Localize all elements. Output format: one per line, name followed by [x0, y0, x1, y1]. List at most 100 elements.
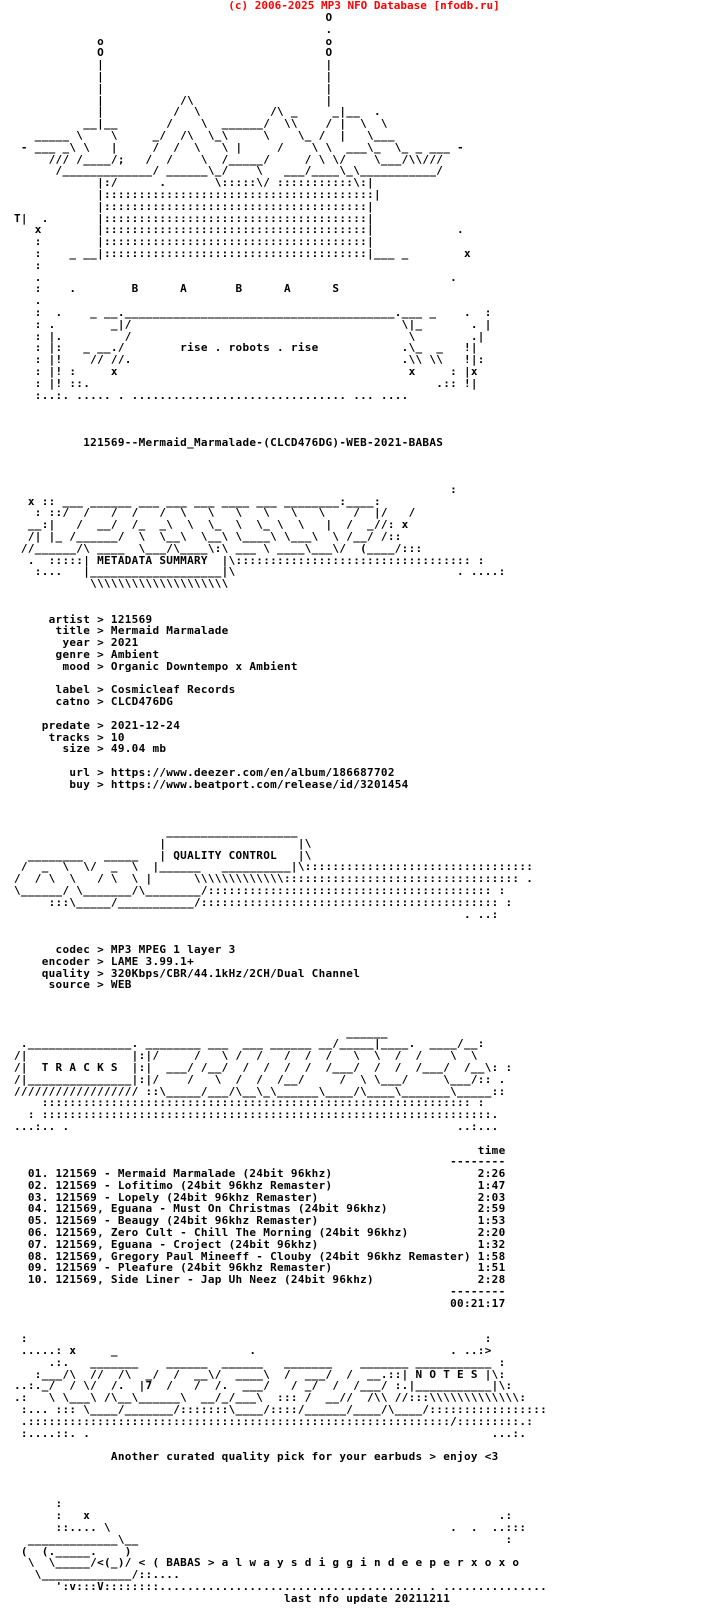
nfo-line: : _ __|:::::::::::::::::::::::::::::::::… [14, 246, 471, 260]
nfo-line: :....::. . ...:. [14, 1426, 527, 1440]
nfo-line: : |! : x x : |x [14, 364, 478, 378]
nfo-line: O O [14, 46, 333, 60]
nfo-line: __|__ / \ ______/ \\ / | \ \ [14, 117, 388, 131]
nfo-line: ___________________ [14, 824, 298, 838]
nfo-line: .:. _______ ______ ______ _______ ______… [14, 1355, 506, 1369]
nfo-line: ________ _____ | QUALITY CONTROL |\ [14, 848, 312, 862]
nfo-line: :..:. ..... . ..........................… [14, 388, 409, 402]
nfo-line: ..:._/ / \/ /. |7 / / /. ___/ / _/ / /__… [14, 1379, 513, 1393]
nfo-line: . :::::| METADATA SUMMARY |\::::::::::::… [14, 553, 485, 567]
nfo-line: title > Mermaid Marmalade [14, 624, 229, 638]
nfo-line: ( (._____. ) [14, 1544, 132, 1558]
nfo-line: :::\_____/___________/::::::::::::::::::… [14, 895, 513, 909]
nfo-line: .....: x _ . . ..:> [14, 1344, 492, 1358]
nfo-line: : |! ::. .:: !| [14, 376, 478, 390]
nfo-line: __:| / __/ /_ _\ \ \_ \ \_ \ \ | / _//: … [14, 518, 409, 532]
nfo-line: 121569--Mermaid_Marmalade-(CLCD476DG)-WE… [14, 435, 444, 449]
nfo-line: time [14, 1143, 506, 1157]
nfo-line: . ..: [14, 907, 499, 921]
nfo-line: :... ::: \____/_______/:::::::\____/::::… [14, 1403, 548, 1417]
nfo-line: artist > 121569 [14, 612, 153, 626]
nfo-line: -------- [14, 1155, 506, 1169]
nfo-line: 04. 121569, Eguana - Must On Christmas (… [14, 1202, 506, 1216]
nfo-line: - ___ _\ \ | / / \ \ | / \ \ ___\_ \_ _ … [14, 140, 464, 154]
nfo-line: : |! // //. .\\ \\ !|: [14, 353, 485, 367]
nfo-line: 03. 121569 - Lopely (24bit 96khz Remaste… [14, 1190, 506, 1204]
nfo-line: | /\ | [14, 93, 333, 107]
nfo-line: \______/ \_______/\________/::::::::::::… [14, 883, 506, 897]
nfo-line: ...:.. . ..:... [14, 1119, 499, 1133]
nfo-line: genre > Ambient [14, 648, 160, 662]
nfo-line: .:::::::::::::::::::::::::::::::::::::::… [14, 1414, 534, 1428]
nfo-line: encoder > LAME 3.99.1+ [14, 954, 194, 968]
nfo-line: . . [14, 270, 458, 284]
nfo-line: : [14, 1497, 63, 1511]
nfo-line: \_____________/::.... [14, 1568, 188, 1582]
nfo-line: 01. 121569 - Mermaid Marmalade (24bit 96… [14, 1167, 506, 1181]
nfo-line: | | [14, 69, 333, 83]
nfo-line: | | [14, 81, 333, 95]
nfo-line: /| T R A C K S |:| ___/ /__/ / / / / /__… [14, 1060, 513, 1074]
nfo-line: : [14, 258, 42, 272]
nfo-line: : . _ __._______________________________… [14, 305, 492, 319]
nfo-line: .: \ \___\ /\__\______\ __/_/___\ ::: / … [14, 1391, 527, 1405]
nfo-line: : |. / \ .| [14, 329, 485, 343]
site-banner: (c) 2006-2025 MP3 NFO Database [nfodb.ru… [228, 0, 500, 12]
nfo-line: : . B A B A S [14, 282, 340, 296]
nfo-line: |:/ . \:::::\/ :::::::::::\:| [14, 176, 374, 190]
nfo-line: label > Cosmicleaf Records [14, 683, 236, 697]
nfo-text: O . o o O O | | [14, 12, 547, 1605]
nfo-line: : [14, 482, 458, 496]
nfo-line: ':v:::V::::::::.........................… [14, 1579, 548, 1593]
nfo-line: 05. 121569 - Beaugy (24bit 96khz Remaste… [14, 1214, 506, 1228]
nfo-line: Another curated quality pick for your ea… [14, 1450, 499, 1464]
nfo-line: : |: _ __./ rise . robots . rise .\_ _ !… [14, 341, 478, 355]
nfo-line: T| . |::::::::::::::::::::::::::::::::::… [14, 211, 374, 225]
nfo-line: url > https://www.deezer.com/en/album/18… [14, 766, 395, 779]
nfo-line: source > WEB [14, 978, 132, 992]
nfo-line: . [14, 22, 333, 36]
nfo-line: ::.... \ . . ..::: [14, 1521, 527, 1534]
nfo-line: : ::/ / / / / \ \ \ \ \ \ / |/ / [14, 506, 416, 520]
nfo-line: \ \_____/<(_)/ < ( BABAS > a l w a y s d… [14, 1556, 520, 1570]
nfo-line: . [14, 294, 42, 308]
nfo-line: //______/\ ____ \___/\____\:\ ___ \ ____… [14, 541, 423, 555]
nfo-line: / / \ \ / \ \ | \\\\\\\\\\\\\:::::::::::… [14, 872, 534, 886]
nfo-line: :___/\ // /\ _/ / __\/ ____\ / ___/ / __… [14, 1367, 506, 1381]
nfo-line: | / \ /\ _ _|__ . [14, 105, 381, 119]
nfo-line: /| |_ /______/ \ \__\ \__\ \____\ \___\ … [14, 530, 402, 544]
nfo-line: x |:::::::::::::::::::::::::::::::::::::… [14, 223, 464, 237]
nfo-line: |::::::::::::::::::::::::::::::::::::::| [14, 199, 374, 213]
nfo-line: 07. 121569, Eguana - Croject (24bit 96kh… [14, 1237, 506, 1251]
nfo-line: 09. 121569 - Pleafure (24bit 96khz Remas… [14, 1261, 506, 1275]
nfo-line: mood > Organic Downtempo x Ambient [14, 659, 298, 673]
nfo-line: 06. 121569, Zero Cult - Chill The Mornin… [14, 1226, 506, 1240]
nfo-line: : x .: [14, 1509, 513, 1523]
nfo-line: last nfo update 20211211 [14, 1591, 451, 1605]
nfo-line: /|_______________|:|/ / \ / / /__/ / \ \… [14, 1072, 506, 1086]
nfo-line: o o [14, 34, 333, 48]
nfo-line: /_____________/ ______\_/ \ ___/____\_\_… [14, 164, 444, 178]
nfo-line: | | [14, 58, 333, 72]
nfo-line: : ::::::::::::::::::::::::::::::::::::::… [14, 1108, 499, 1122]
nfo-line: / _ \ \/ _ \ |______ __________|\:::::::… [14, 860, 534, 874]
nfo-line: : : [14, 1332, 492, 1346]
nfo-line: /| |:|/ / \ / / / / / \ \ / / \ \ [14, 1049, 478, 1063]
nfo-line: ______ [14, 1025, 388, 1039]
nfo-line: /// /____/; / / \ /_____/ / \ \/ \___/\\… [14, 152, 444, 166]
nfo-line: | |\ [14, 836, 312, 850]
nfo-line: catno > CLCD476DG [14, 695, 174, 709]
nfo-line: quality > 320Kbps/CBR/44.1kHz/2CH/Dual C… [14, 966, 361, 980]
nfo-line: buy > https://www.beatport.com/release/i… [14, 777, 409, 791]
nfo-line: : . _|/ \|_ . | [14, 317, 492, 331]
nfo-line: 10. 121569, Side Liner - Jap Uh Neez (24… [14, 1273, 506, 1287]
nfo-line: predate > 2021-12-24 [14, 718, 181, 732]
nfo-line: x :: ___ ______ ___ ___ ___ ____ ___ ___… [14, 494, 381, 508]
nfo-line: codec > MP3 MPEG 1 layer 3 [14, 942, 236, 956]
nfo-line: :... |___________________|\ . ....: [14, 565, 506, 579]
nfo-line: year > 2021 [14, 636, 139, 650]
nfo-line: \\\\\\\\\\\\\\\\\\\\ [14, 577, 229, 591]
nfo-line: size > 49.04 mb [14, 742, 167, 756]
nfo-line: 00:21:17 [14, 1296, 506, 1310]
nfo-line: -------- [14, 1285, 506, 1299]
